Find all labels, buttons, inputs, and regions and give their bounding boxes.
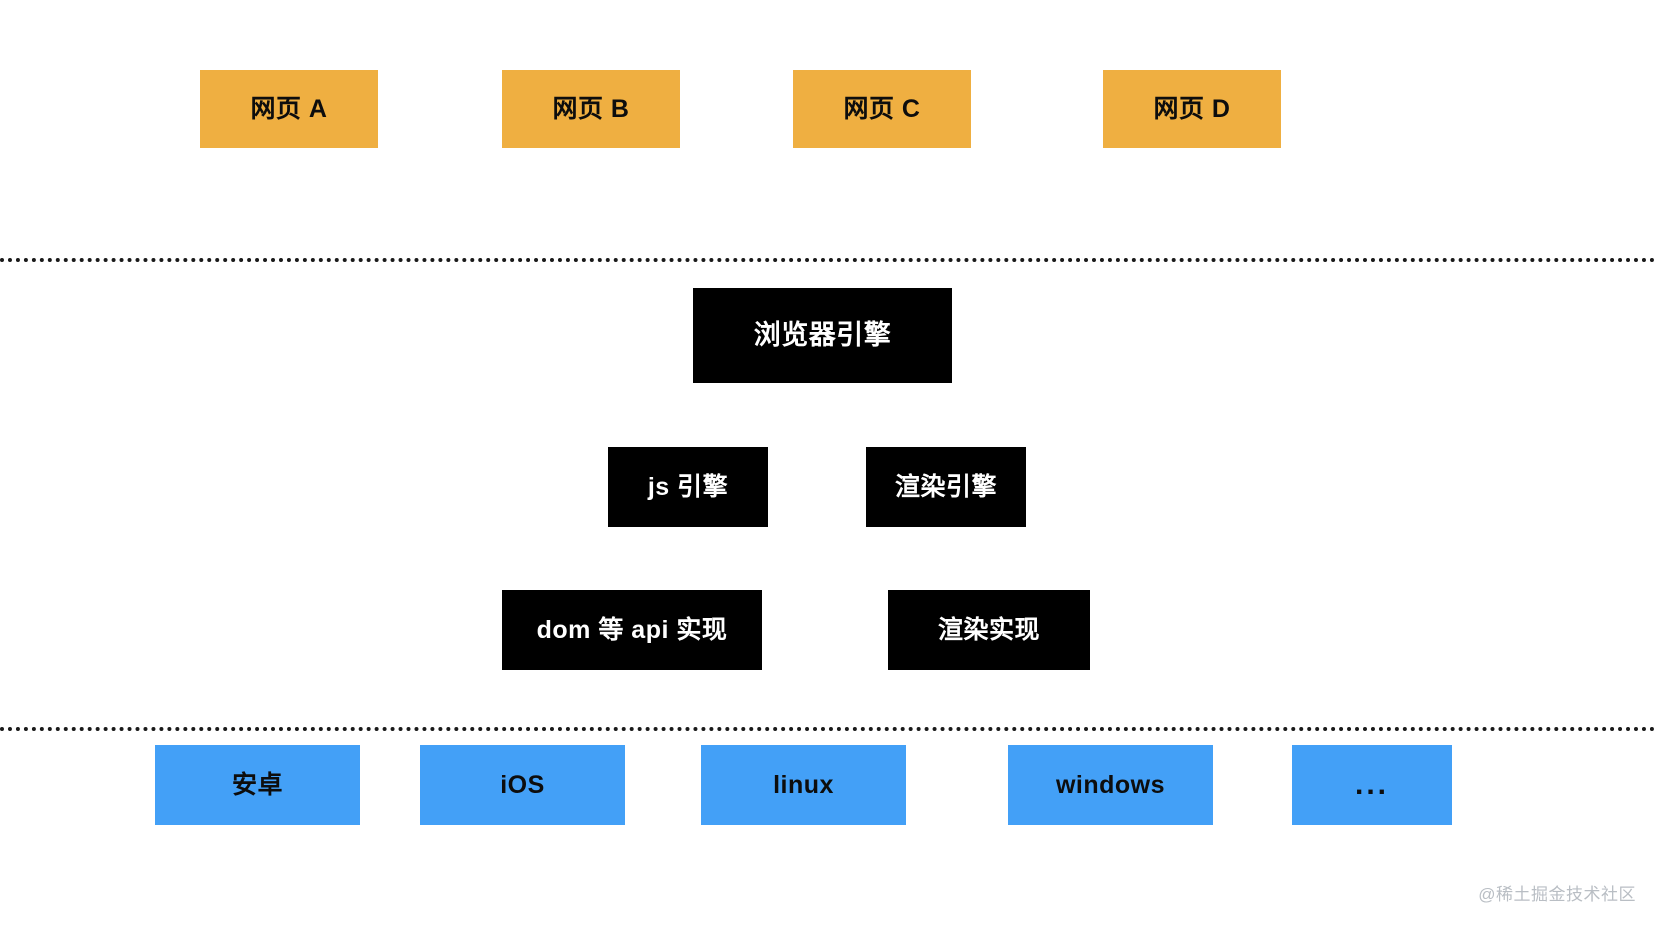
os-box-3[interactable]: linux <box>701 745 906 825</box>
divider-engine-os <box>0 727 1656 731</box>
watermark: @稀土掘金技术社区 <box>1478 885 1636 904</box>
web-page-box-3[interactable]: 网页 C <box>793 70 971 148</box>
divider-pages-engine <box>0 258 1656 262</box>
engine-implementation-box-1[interactable]: dom 等 api 实现 <box>502 590 762 670</box>
os-box-1[interactable]: 安卓 <box>155 745 360 825</box>
web-page-box-4[interactable]: 网页 D <box>1103 70 1281 148</box>
engine-subsystem-box-1[interactable]: js 引擎 <box>608 447 768 527</box>
engine-implementation-box-2[interactable]: 渲染实现 <box>888 590 1090 670</box>
os-box-5[interactable]: ... <box>1292 745 1452 825</box>
web-page-box-2[interactable]: 网页 B <box>502 70 680 148</box>
os-box-2[interactable]: iOS <box>420 745 625 825</box>
browser-engine-box[interactable]: 浏览器引擎 <box>693 288 952 383</box>
os-box-4[interactable]: windows <box>1008 745 1213 825</box>
web-page-box-1[interactable]: 网页 A <box>200 70 378 148</box>
engine-subsystem-box-2[interactable]: 渲染引擎 <box>866 447 1026 527</box>
